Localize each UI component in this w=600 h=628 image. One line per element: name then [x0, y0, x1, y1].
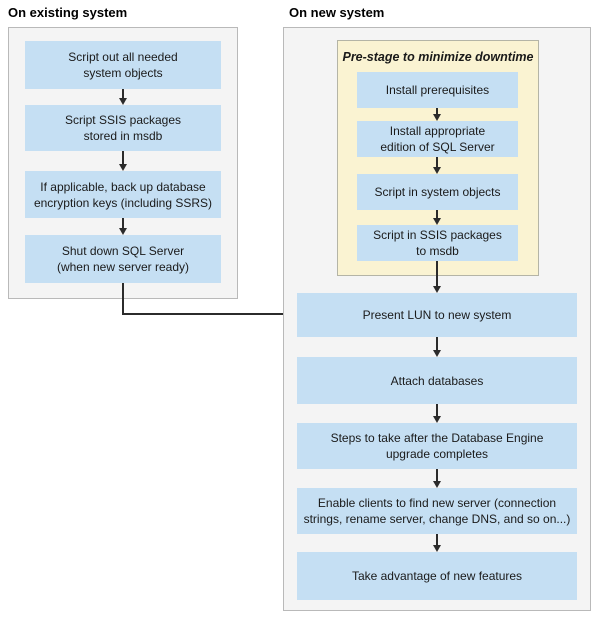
step-enable-clients: Enable clients to find new server (conne… — [297, 488, 577, 534]
step-attach-databases: Attach databases — [297, 357, 577, 404]
step-script-in-ssis-packages: Script in SSIS packages to msdb — [357, 225, 518, 261]
connector-elbow-arrow — [122, 310, 297, 318]
arrow-right-4 — [433, 534, 441, 552]
step-take-advantage-new-features: Take advantage of new features — [297, 552, 577, 600]
existing-system-header: On existing system — [8, 5, 128, 20]
prestage-group-title: Pre-stage to minimize downtime — [342, 50, 534, 64]
step-post-upgrade-tasks: Steps to take after the Database Engine … — [297, 423, 577, 469]
arrow-right-2 — [433, 404, 441, 423]
arrow-left-1 — [119, 89, 127, 105]
step-script-out-system-objects: Script out all needed system objects — [25, 41, 221, 89]
arrow-prestage-2 — [433, 157, 441, 174]
new-system-header: On new system — [289, 5, 385, 20]
step-install-sql-edition: Install appropriate edition of SQL Serve… — [357, 121, 518, 157]
arrow-prestage-1 — [433, 108, 441, 121]
arrow-right-3 — [433, 469, 441, 488]
arrow-left-2 — [119, 151, 127, 171]
step-install-prerequisites: Install prerequisites — [357, 72, 518, 108]
step-script-ssis-packages: Script SSIS packages stored in msdb — [25, 105, 221, 151]
step-backup-encryption-keys: If applicable, back up database encrypti… — [25, 171, 221, 218]
step-script-in-system-objects: Script in system objects — [357, 174, 518, 210]
arrow-right-1 — [433, 337, 441, 357]
arrow-prestage-exit — [433, 261, 441, 293]
arrow-left-3 — [119, 218, 127, 235]
arrow-prestage-3 — [433, 210, 441, 225]
step-present-lun: Present LUN to new system — [297, 293, 577, 337]
step-shutdown-sql-server: Shut down SQL Server (when new server re… — [25, 235, 221, 283]
connector-elbow-vertical — [122, 283, 124, 315]
